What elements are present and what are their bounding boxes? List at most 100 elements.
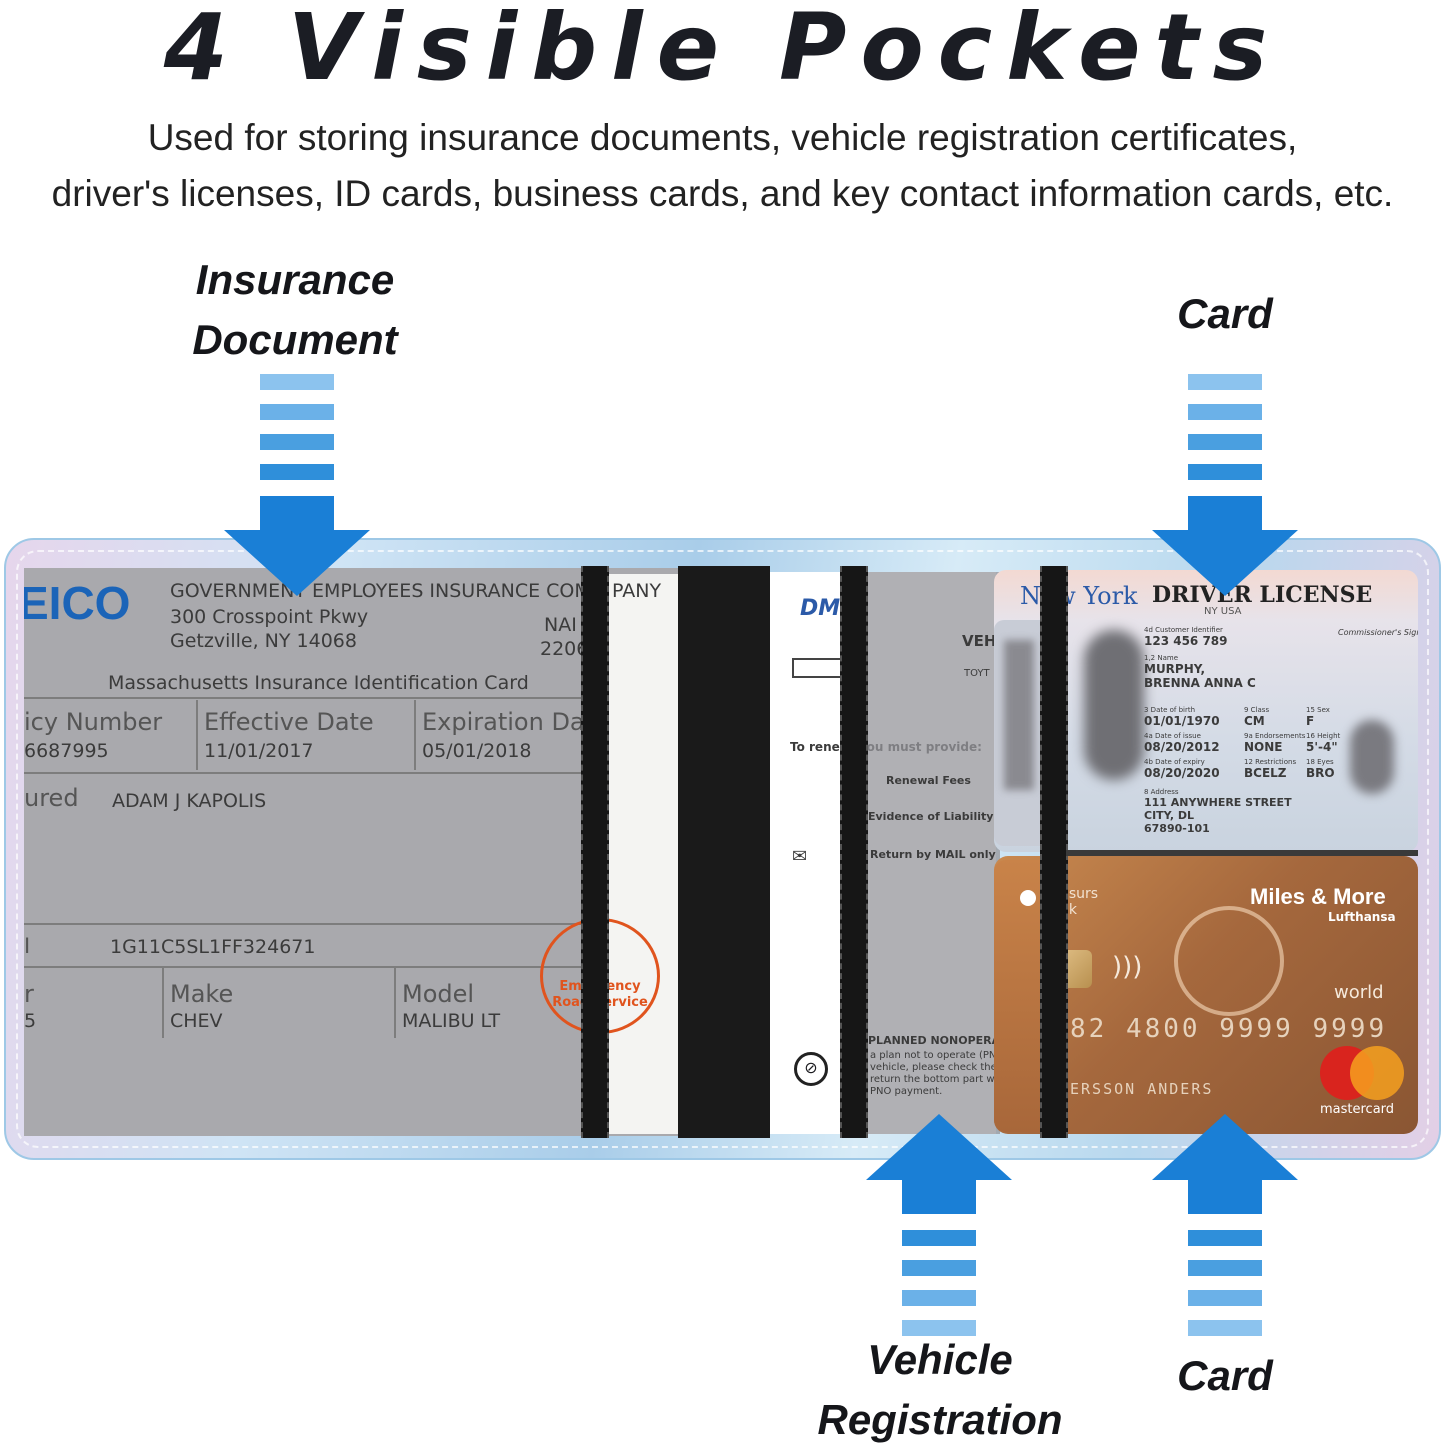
license-photo [1084, 630, 1144, 780]
year-value: 5 [24, 1010, 37, 1032]
right-pocket-divider [1066, 850, 1418, 856]
registration-liability: Evidence of Liability Insurance [868, 810, 1000, 823]
mastercard-logo-icon [1316, 1046, 1406, 1100]
license-issue: 08/20/2012 [1144, 740, 1220, 754]
license-dob-label: 3 Date of birth [1144, 706, 1196, 714]
effective-date-value: 11/01/2017 [204, 740, 314, 762]
license-address-2: CITY, DL [1144, 809, 1194, 822]
credit-card-tier: world [1334, 982, 1384, 1003]
callout-vehicle-line1: Vehicle [867, 1336, 1013, 1383]
license-dob: 01/01/1970 [1144, 714, 1220, 728]
vin-value: 1G11C5SL1FF324671 [110, 936, 316, 958]
license-sex-label: 15 Sex [1306, 706, 1330, 714]
license-eyes: BRO [1306, 766, 1335, 780]
license-height-label: 16 Height [1306, 732, 1341, 740]
arrow-card-top-down-icon [1152, 374, 1298, 596]
license-address-1: 111 ANYWHERE STREET [1144, 796, 1292, 809]
license-ghost-photo [1350, 720, 1394, 794]
callout-card-bottom: Card [1177, 1352, 1273, 1399]
registration-toyt: TOYT [964, 668, 990, 679]
arrow-vehicle-up-icon [866, 1114, 1012, 1336]
insured-label: ured [24, 784, 79, 812]
credit-card-bank-1: nsurs [1060, 886, 1099, 902]
license-address-3: 67890-101 [1144, 822, 1210, 835]
license-name-label: 1,2 Name [1144, 654, 1179, 662]
subtitle-line-1: Used for storing insurance documents, ve… [147, 117, 1298, 158]
elastic-strap-right [1040, 566, 1068, 1138]
elastic-strap-middle [840, 566, 868, 1138]
company-overflow-text: PANY [612, 580, 662, 602]
callout-vehicle-line2: Registration [817, 1396, 1063, 1443]
elastic-strap-left [581, 566, 609, 1138]
insurance-address-2: Getzville, NY 14068 [170, 630, 357, 652]
credit-card-holder: ERSSON ANDERS [1070, 1080, 1214, 1098]
license-endorse: NONE [1244, 740, 1283, 754]
license-id: 123 456 789 [1144, 634, 1228, 648]
license-expiry-label: 4b Date of expiry [1144, 758, 1205, 766]
license-restrict-label: 12 Restrictions [1244, 758, 1297, 766]
vin-label: I [24, 934, 31, 958]
credit-card-network: mastercard [1320, 1102, 1395, 1117]
callout-vehicle-registration: Vehicle Registration [790, 1330, 1090, 1444]
license-title: DRIVER LICENSE [1152, 582, 1373, 608]
expiration-date-value: 05/01/2018 [422, 740, 532, 762]
callout-card-top: Card [1177, 290, 1273, 337]
white-document-sheet: PANY [608, 574, 678, 1134]
license-address-label: 8 Address [1144, 788, 1179, 796]
insurance-address-1: 300 Crosspoint Pkwy [170, 606, 369, 628]
license-eyes-label: 18 Eyes [1306, 758, 1334, 766]
license-name-2: BRENNA ANNA C [1144, 676, 1256, 690]
insurance-logo: EICO [24, 577, 131, 629]
subtitle-line-2: driver's licenses, ID cards, business ca… [51, 173, 1394, 214]
registration-nonop-text-4: PNO payment. [870, 1086, 943, 1097]
credit-card-airline: Lufthansa [1328, 910, 1396, 924]
no-car-icon: ⊘ [794, 1052, 828, 1086]
callout-insurance-line1: Insurance [195, 256, 395, 303]
wallet-stitching [16, 550, 1429, 1148]
license-class-label: 9 Class [1244, 706, 1270, 714]
model-value: MALIBU LT [402, 1010, 501, 1032]
license-expiry: 08/20/2020 [1144, 766, 1220, 780]
registration-nonop: PLANNED NONOPERATION [868, 1034, 1000, 1047]
insurance-card: EICO GOVERNMENT EMPLOYEES INSURANCE COMP… [24, 568, 680, 1136]
registration-veh: VEH [962, 632, 997, 650]
credit-card-brand: Miles & More [1250, 884, 1386, 909]
policy-number-label: icy Number [24, 708, 163, 736]
license-country: NY USA [1204, 606, 1242, 617]
insurance-naic-value: 2206 [540, 638, 589, 660]
license-signature: Commissioner's Signature [1338, 628, 1418, 637]
license-endorse-label: 9a Endorsements [1244, 732, 1306, 740]
insurance-naic-label: NAI [544, 614, 577, 636]
insured-value: ADAM J KAPOLIS [112, 790, 267, 812]
registration-nonop-text-3: return the bottom part with [870, 1074, 1000, 1085]
make-label: Make [170, 980, 234, 1008]
license-state: New York [1020, 582, 1138, 610]
license-issue-label: 4a Date of issue [1144, 732, 1201, 740]
registration-fees: Renewal Fees [886, 774, 971, 787]
arrow-card-bottom-up-icon [1152, 1114, 1298, 1336]
registration-mail-icon: ✉ [792, 846, 808, 867]
contactless-icon: ))) [1112, 952, 1143, 982]
registration-mail: Return by MAIL only [870, 848, 996, 861]
make-value: CHEV [170, 1010, 223, 1032]
callout-insurance-line2: Document [192, 316, 398, 363]
effective-date-label: Effective Date [204, 708, 374, 736]
page-title: 4 Visible Pockets [163, 0, 1282, 101]
insurance-card-title: Massachusetts Insurance Identification C… [108, 672, 529, 694]
license-sex: F [1306, 714, 1315, 728]
lufthansa-crane-icon [1174, 906, 1284, 1016]
expiration-date-label: Expiration Da [422, 708, 585, 736]
license-height: 5'-4" [1306, 740, 1338, 754]
model-label: Model [402, 980, 475, 1008]
registration-nonop-text-2: vehicle, please check the [870, 1062, 997, 1073]
license-id-label: 4d Customer Identifier [1144, 626, 1223, 634]
callout-insurance-document: Insurance Document [150, 250, 440, 370]
registration-gray-overlay: VEH TOYT Renewal Fees Evidence of Liabil… [866, 572, 1000, 1134]
year-label: r [24, 980, 34, 1008]
second-card-edge [994, 860, 1044, 1132]
registration-nonop-text-1: a plan not to operate (PNO) [870, 1050, 1000, 1061]
license-name-1: MURPHY, [1144, 662, 1206, 676]
arrow-insurance-down-icon [224, 374, 370, 596]
id-card-edge [994, 620, 1044, 846]
license-restrict: BCELZ [1244, 766, 1287, 780]
